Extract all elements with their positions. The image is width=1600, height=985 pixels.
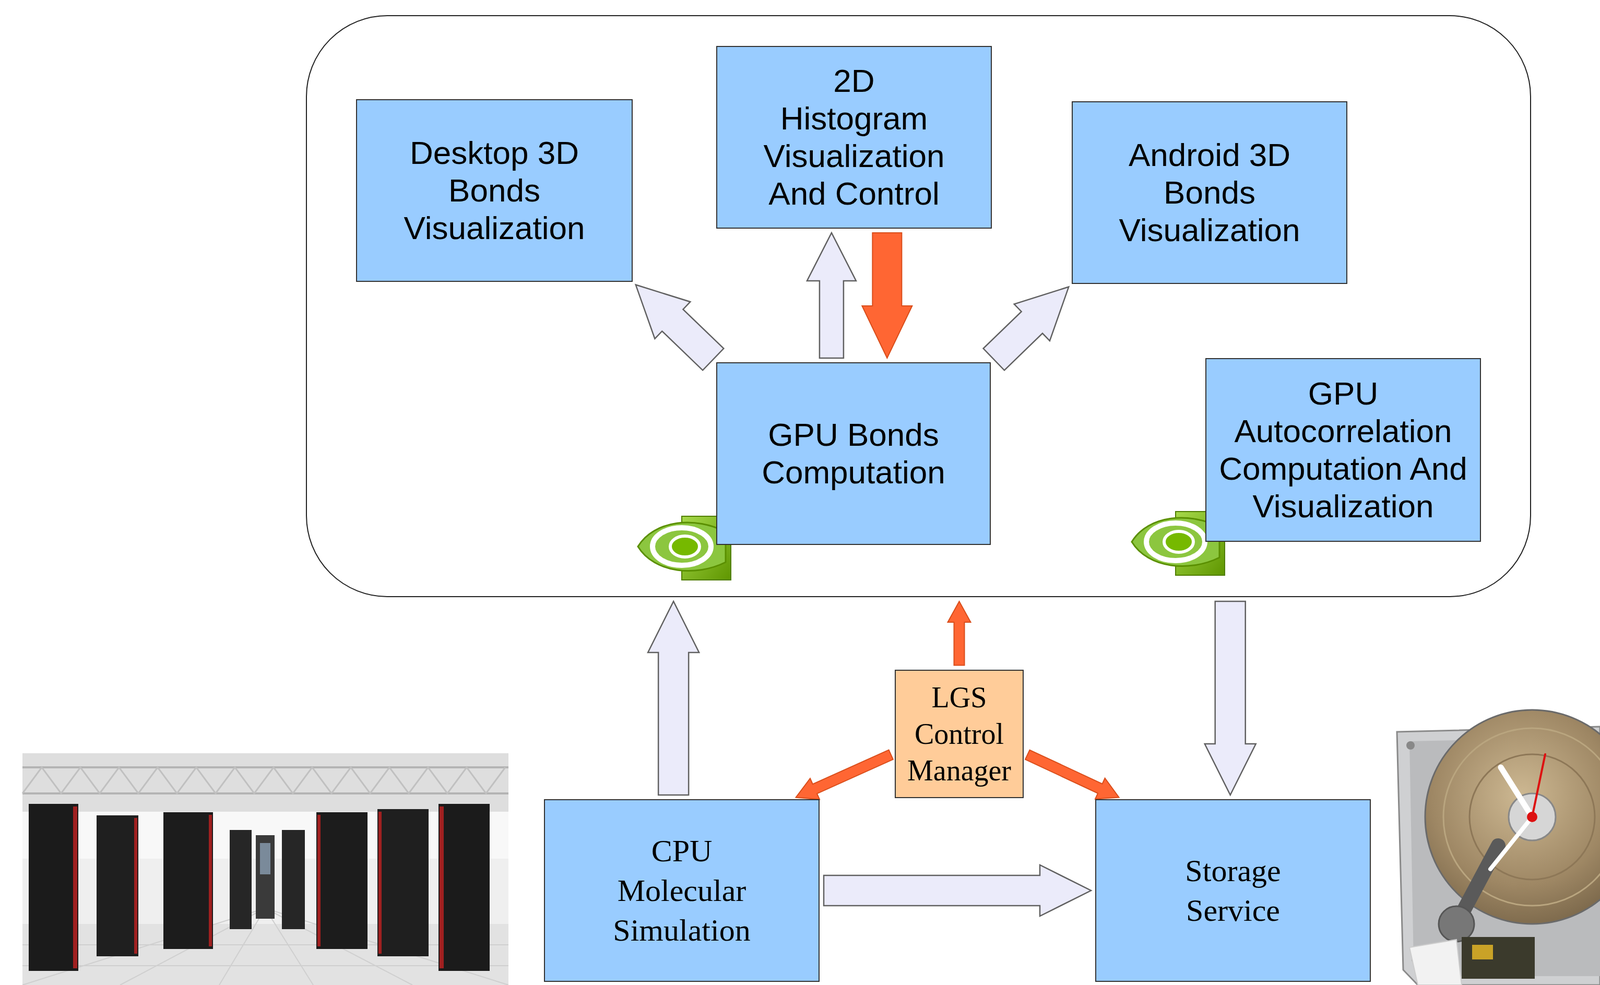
hard-drive-clock-photo-part bbox=[1438, 906, 1475, 942]
supercomputer-photo-part bbox=[22, 923, 509, 985]
supercomputer-photo-part bbox=[22, 753, 509, 812]
nvidia-logo-part bbox=[637, 522, 726, 572]
supercomputer-photo-part bbox=[163, 812, 213, 950]
supercomputer-photo-part bbox=[377, 809, 429, 957]
hard-drive-clock-photo-part bbox=[1406, 741, 1415, 750]
node-label: GPU Bonds Computation bbox=[759, 416, 948, 492]
hard-drive-clock-photo-part bbox=[1472, 944, 1493, 960]
supercomputer-photo-part bbox=[22, 767, 506, 794]
process-box: GPU Bonds Computation bbox=[716, 362, 991, 545]
process-box: GPU Autocorrelation Computation And Visu… bbox=[1205, 358, 1481, 542]
supercomputer-photo-part bbox=[208, 814, 212, 947]
supercomputer-photo-part bbox=[378, 811, 382, 954]
node-label: LGS Control Manager bbox=[905, 679, 1013, 789]
supercomputer-photo-part bbox=[28, 803, 79, 971]
hard-drive-clock-photo-part bbox=[1490, 816, 1533, 870]
supercomputer-photo-part bbox=[439, 806, 444, 969]
hard-drive-clock-photo-part bbox=[1443, 728, 1600, 906]
block-arrow bbox=[1204, 601, 1256, 796]
block-arrow bbox=[861, 232, 912, 359]
supercomputer-photo-part bbox=[259, 843, 271, 875]
supercomputer-photo-part bbox=[317, 814, 321, 947]
nvidia-logo-part bbox=[1146, 523, 1205, 561]
supercomputer-photo-part bbox=[281, 830, 305, 930]
process-box: Desktop 3D Bonds Visualization bbox=[356, 99, 633, 282]
supercomputer-photo-part bbox=[22, 767, 509, 794]
block-arrow bbox=[807, 232, 857, 359]
nvidia-logo-part bbox=[652, 527, 711, 566]
node-label: Storage Service bbox=[1157, 850, 1309, 931]
block-arrow bbox=[983, 287, 1070, 371]
hard-drive-clock-photo bbox=[1396, 709, 1600, 985]
supercomputer-photo bbox=[22, 753, 509, 985]
hard-drive-clock-photo-part bbox=[1500, 767, 1533, 817]
supercomputer-photo-part bbox=[438, 803, 490, 971]
supercomputer-photo-part bbox=[96, 815, 139, 957]
process-box: Storage Service bbox=[1095, 799, 1371, 982]
control-box: LGS Control Manager bbox=[894, 669, 1024, 799]
supercomputer-photo-part bbox=[229, 830, 252, 930]
block-arrow bbox=[1025, 750, 1120, 800]
system-boundary: Desktop 3D Bonds Visualization 2D Histogr… bbox=[305, 15, 1532, 598]
hard-drive-clock-photo-part bbox=[1526, 811, 1538, 823]
process-box: CPU Molecular Simulation bbox=[543, 799, 820, 982]
supercomputer-photo-part bbox=[255, 835, 275, 919]
hard-drive-clock-photo-part bbox=[1532, 754, 1546, 817]
process-box: 2D Histogram Visualization And Control bbox=[716, 45, 992, 229]
node-label: Android 3D Bonds Visualization bbox=[1112, 136, 1307, 250]
node-label: GPU Autocorrelation Computation And Visu… bbox=[1218, 374, 1468, 526]
block-arrow bbox=[947, 601, 971, 666]
node-label: Desktop 3D Bonds Visualization bbox=[397, 134, 591, 247]
hard-drive-clock-photo-part bbox=[1425, 709, 1600, 924]
supercomputer-photo-part bbox=[73, 806, 78, 969]
process-box: Android 3D Bonds Visualization bbox=[1071, 101, 1348, 284]
block-arrow bbox=[647, 601, 699, 796]
node-label: CPU Molecular Simulation bbox=[606, 831, 758, 951]
block-arrow bbox=[635, 285, 725, 371]
block-arrow bbox=[795, 750, 893, 800]
hard-drive-clock-photo-part bbox=[1461, 937, 1535, 979]
supercomputer-photo-part bbox=[22, 908, 509, 985]
block-arrow bbox=[823, 864, 1092, 917]
supercomputer-photo-part bbox=[22, 753, 509, 985]
node-label: 2D Histogram Visualization And Control bbox=[760, 62, 948, 213]
nvidia-logo-part bbox=[670, 536, 700, 557]
hard-drive-clock-photo-part bbox=[1409, 939, 1462, 985]
nvidia-logo-part bbox=[1164, 531, 1194, 553]
supercomputer-photo-part bbox=[134, 818, 138, 954]
hard-drive-clock-photo-part bbox=[1508, 793, 1556, 841]
supercomputer-photo-part bbox=[316, 812, 368, 950]
